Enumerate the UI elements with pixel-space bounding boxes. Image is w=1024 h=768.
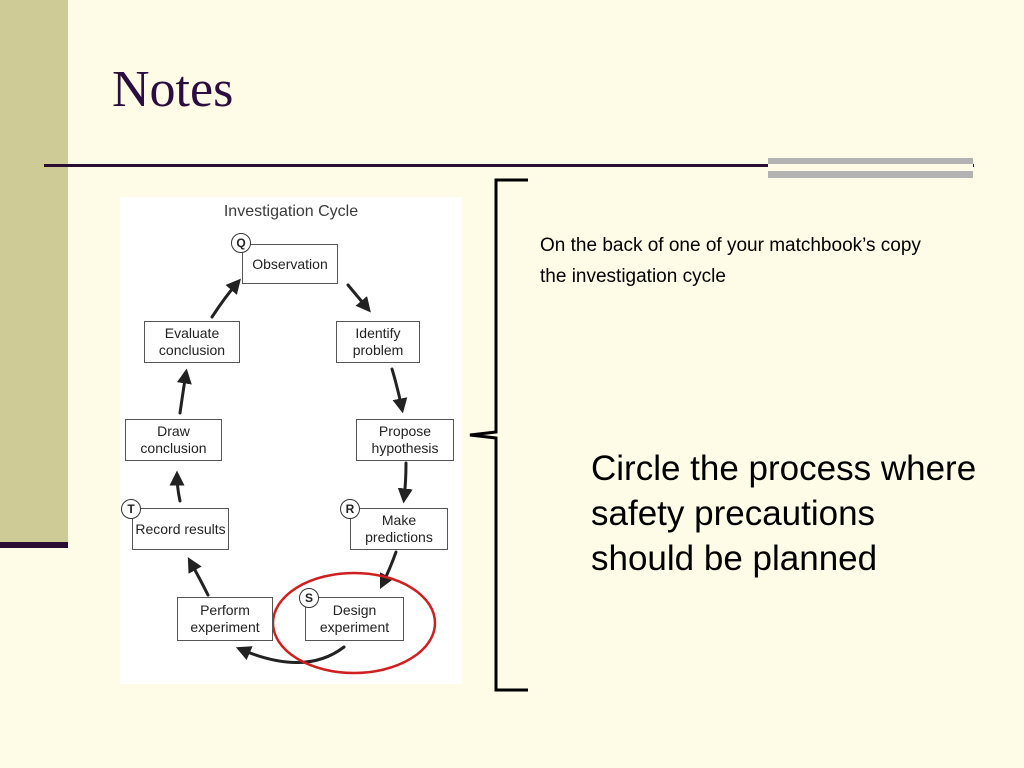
arrow-design-to-perform — [235, 645, 346, 664]
title-accent-bars — [768, 158, 973, 178]
arrow-record-to-draw — [169, 470, 185, 503]
badge-t: T — [121, 499, 141, 519]
design-experiment-highlight-circle — [271, 571, 437, 675]
instruction-text-large: Circle the process where safety precauti… — [591, 449, 977, 578]
stage-draw-conclusion: Draw conclusion — [125, 419, 222, 461]
badge-s: S — [299, 588, 319, 608]
diagram-title: Investigation Cycle — [223, 203, 359, 220]
side-band — [0, 0, 68, 542]
stage-perform-experiment: Perform experiment — [177, 597, 273, 641]
stage-propose-hypothesis: Propose hypothesis — [356, 419, 454, 461]
arrow-make-to-design — [379, 550, 398, 590]
curly-brace — [469, 178, 528, 692]
stage-observation: Observation — [242, 244, 338, 284]
arrow-perform-to-record — [187, 557, 210, 597]
cycle-arrows — [169, 278, 437, 675]
stage-record-results: Record results — [132, 508, 229, 550]
instruction-text-small: On the back of one of your matchbook’s c… — [540, 235, 921, 287]
arrow-evaluate-to-observation — [210, 278, 241, 319]
stage-evaluate-conclusion: Evaluate conclusion — [144, 321, 240, 363]
badge-r: R — [340, 499, 360, 519]
arrow-propose-to-make — [397, 461, 413, 504]
badge-q: Q — [231, 233, 251, 253]
arrow-identify-to-propose — [390, 367, 408, 414]
stage-design-experiment: Design experiment — [305, 597, 404, 641]
arrow-draw-to-evaluate — [176, 368, 192, 415]
stage-identify-problem: Identify problem — [336, 321, 420, 363]
arrow-observation-to-identify — [346, 283, 371, 313]
side-band-rule — [0, 542, 68, 548]
slide-title: Notes — [112, 61, 234, 118]
investigation-cycle-diagram: Investigation Cycle Observation Identify… — [120, 197, 462, 684]
title-divider — [44, 164, 974, 167]
stage-make-predictions: Make predictions — [350, 508, 448, 550]
